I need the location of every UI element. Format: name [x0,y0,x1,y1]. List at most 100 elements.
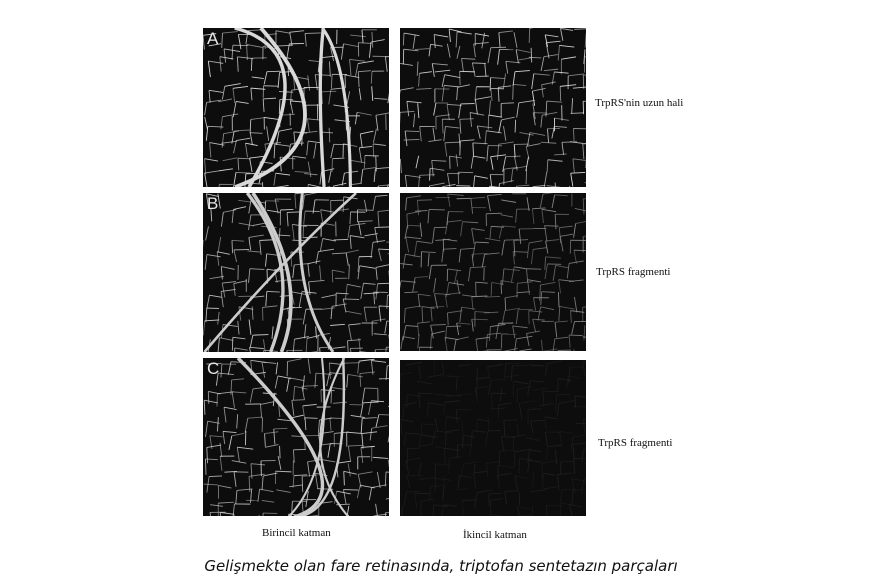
capillary [206,254,221,258]
capillary [528,460,543,463]
capillary [458,249,462,263]
capillary [489,185,500,187]
capillary [368,42,372,58]
capillary [274,375,279,389]
capillary [252,222,267,226]
capillary [530,419,545,422]
capillary [463,435,476,438]
capillary [531,91,536,106]
capillary [418,73,420,87]
capillary [529,364,545,367]
capillary [358,88,362,101]
capillary [400,62,414,66]
capillary [292,475,295,488]
capillary [490,88,493,101]
capillary [434,463,437,480]
capillary [475,386,489,389]
capillary [360,402,364,417]
capillary [455,31,458,48]
capillary [236,414,239,429]
capillary [487,193,502,197]
capillary [302,405,306,420]
capillary [274,198,279,214]
capillary [289,377,305,382]
capillary [233,172,237,187]
capillary [519,400,535,404]
capillary [571,478,575,493]
capillary [539,284,541,301]
capillary [441,504,445,516]
capillary [460,247,476,250]
capillary [405,174,421,178]
capillary [447,268,462,272]
capillary [518,228,522,244]
capillary [221,283,226,298]
capillary [357,221,362,236]
capillary [328,170,332,183]
capillary [231,239,245,242]
capillary [369,428,373,441]
capillary [273,427,288,430]
capillary [527,279,530,295]
capillary [447,173,451,187]
capillary [475,33,490,37]
capillary [501,240,505,256]
capillary [556,393,571,396]
capillary [294,336,309,340]
capillary [503,268,520,271]
capillary [400,87,414,91]
capillary [572,158,586,161]
capillary [431,430,436,444]
capillary [203,35,205,50]
capillary [443,248,457,250]
capillary [555,265,569,269]
capillary [583,478,586,480]
capillary [418,175,421,187]
capillary [291,224,295,241]
capillary [568,73,585,77]
capillary [406,195,421,199]
capillary [271,326,274,339]
capillary [461,500,464,516]
capillary [417,321,430,324]
capillary [262,98,265,112]
capillary [303,324,307,339]
capillary [204,116,208,130]
capillary [541,84,544,98]
capillary [499,388,503,402]
capillary [347,445,352,463]
capillary [210,504,224,507]
capillary [573,488,586,491]
capillary [512,71,516,86]
capillary [541,208,557,213]
capillary [566,375,569,390]
capillary [204,172,208,187]
capillary [545,446,549,460]
capillary [546,100,563,103]
capillary [207,125,224,128]
capillary [333,238,349,241]
capillary [387,92,389,104]
capillary [220,291,224,308]
capillary [527,279,542,283]
capillary [582,419,586,432]
capillary [307,75,310,91]
capillary [317,420,320,434]
capillary [259,240,262,255]
capillary [532,387,547,391]
capillary [372,143,386,146]
capillary [231,391,235,408]
capillary [445,326,447,341]
capillary [358,337,361,351]
capillary [304,173,318,176]
capillary [503,125,507,141]
capillary [570,436,574,451]
capillary [542,193,554,195]
capillary [470,266,486,269]
capillary [249,119,252,134]
capillary [275,470,292,473]
capillary [444,400,460,403]
capillary [320,307,335,310]
capillary [526,437,540,441]
capillary [298,291,303,308]
